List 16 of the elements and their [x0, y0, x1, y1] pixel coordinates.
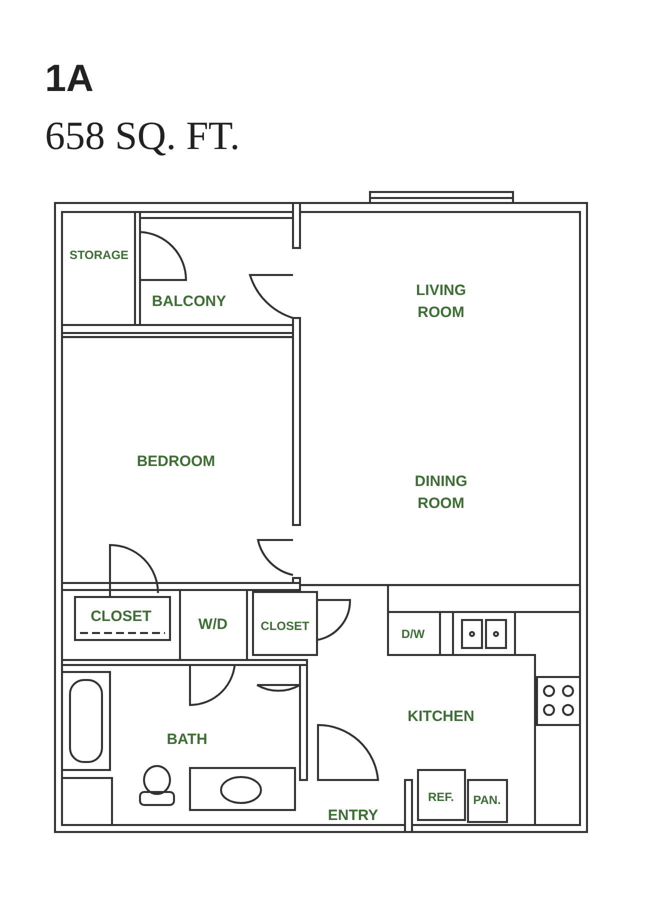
appliance-label: REF.	[428, 789, 454, 806]
room-label: BATH	[166, 730, 208, 750]
room-label: CLOSET	[260, 618, 310, 635]
room-label: CLOSET	[90, 607, 152, 627]
room-label: LIVING ROOM	[414, 281, 467, 323]
appliance-label: PAN.	[473, 792, 501, 809]
room-label: STORAGE	[69, 247, 129, 264]
area-label: 658 SQ. FT.	[45, 112, 240, 159]
room-label: BEDROOM	[136, 452, 216, 472]
room-label: KITCHEN	[408, 707, 474, 727]
room-label: BALCONY	[152, 292, 226, 312]
room-label: ENTRY	[328, 806, 378, 826]
plan-title: 1A	[45, 58, 94, 101]
room-label: W/D	[198, 615, 228, 635]
appliance-label: D/W	[401, 626, 425, 643]
room-label: DINING ROOM	[414, 472, 468, 514]
